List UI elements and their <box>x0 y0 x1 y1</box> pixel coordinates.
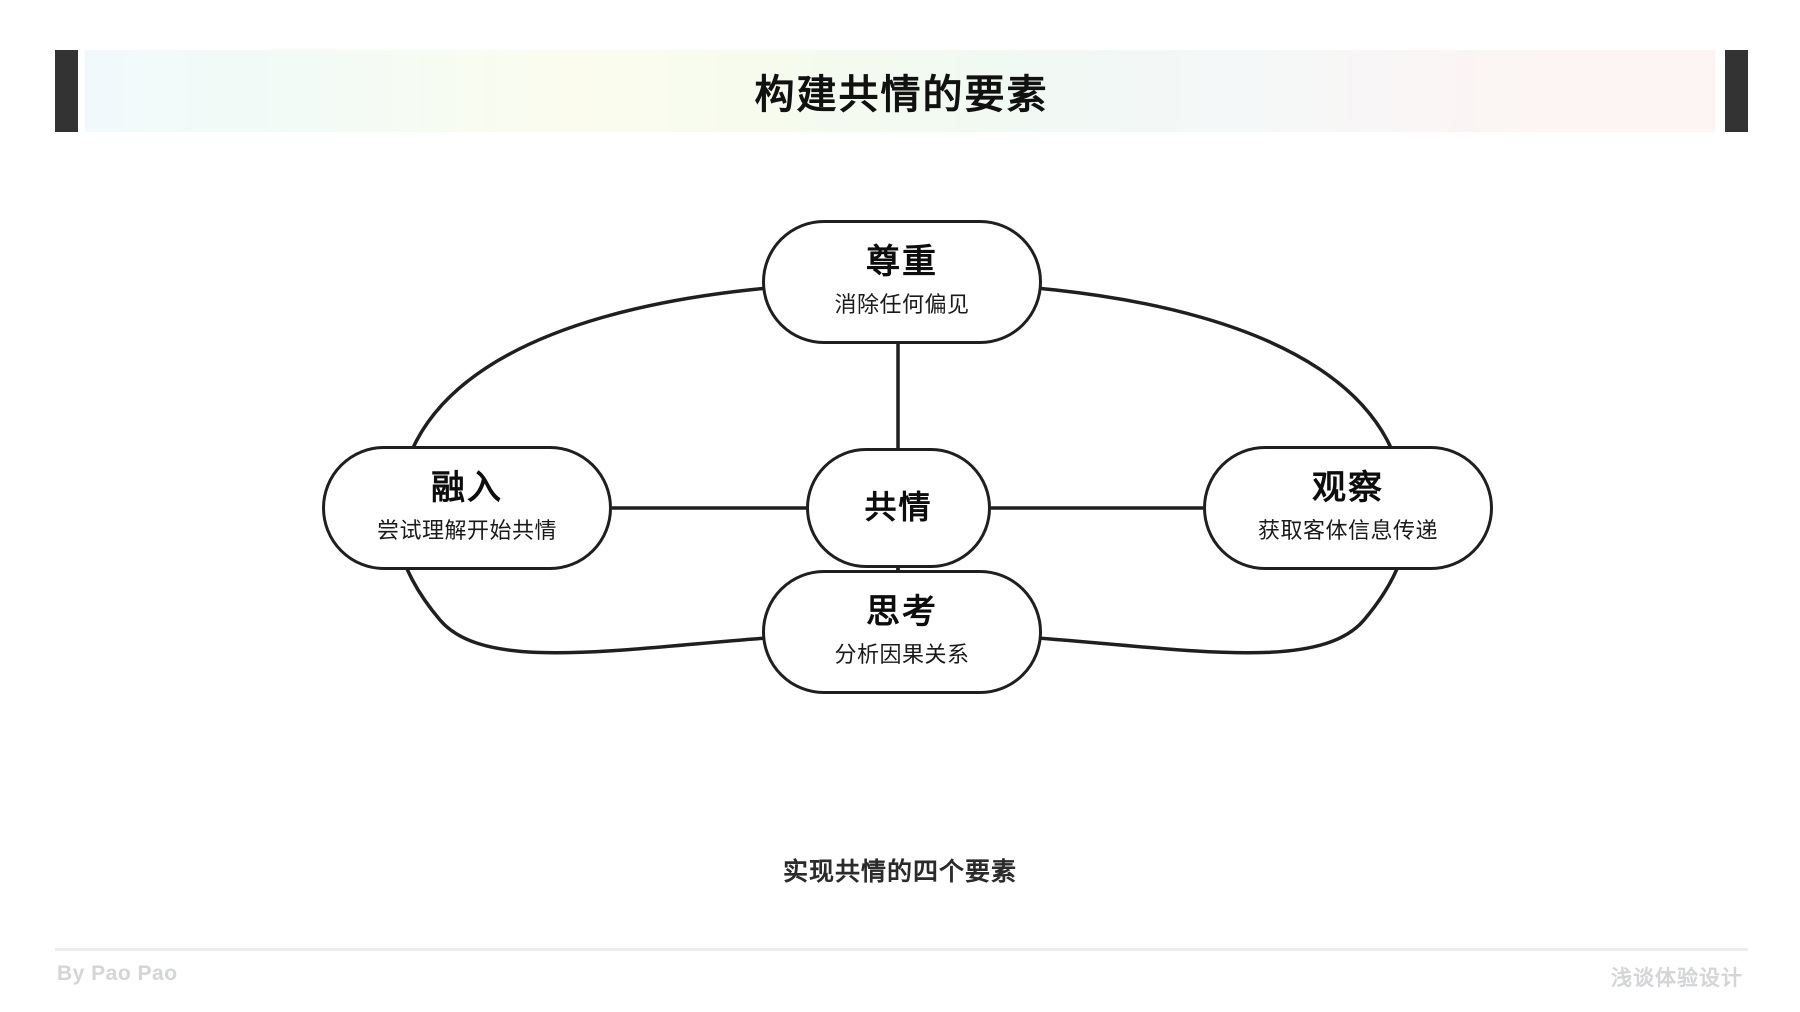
node-top-title: 尊重 <box>866 242 938 281</box>
diagram-caption: 实现共情的四个要素 <box>782 858 1017 886</box>
node-center-title: 共情 <box>864 489 933 526</box>
node-right-observe[interactable]: 观察 获取客体信息传递 <box>1203 446 1493 570</box>
banner-bar-right <box>1725 50 1748 132</box>
title-banner: 构建共情的要素 <box>55 50 1748 132</box>
footer-series-title: 浅谈体验设计 <box>1611 967 1743 990</box>
node-bottom-subtitle: 分析因果关系 <box>834 642 970 668</box>
node-left-title: 融入 <box>431 468 503 507</box>
node-top-subtitle: 消除任何偏见 <box>834 292 970 318</box>
node-left-integrate[interactable]: 融入 尝试理解开始共情 <box>322 446 612 570</box>
node-top-respect[interactable]: 尊重 消除任何偏见 <box>762 220 1042 344</box>
node-bottom-title: 思考 <box>866 592 938 631</box>
node-left-subtitle: 尝试理解开始共情 <box>376 518 557 544</box>
node-center-empathy[interactable]: 共情 <box>806 448 991 568</box>
footer-divider <box>55 948 1748 951</box>
page-title: 构建共情的要素 <box>754 73 1049 117</box>
node-right-title: 观察 <box>1312 468 1384 507</box>
banner-gradient <box>85 50 1715 132</box>
node-bottom-think[interactable]: 思考 分析因果关系 <box>762 570 1042 694</box>
footer-author: By Pao Pao <box>57 962 178 985</box>
empathy-diagram: 共情 尊重 消除任何偏见 观察 获取客体信息传递 思考 分析因果关系 融入 尝试… <box>0 150 1800 790</box>
banner-bar-left <box>55 50 78 132</box>
node-right-subtitle: 获取客体信息传递 <box>1257 518 1438 544</box>
